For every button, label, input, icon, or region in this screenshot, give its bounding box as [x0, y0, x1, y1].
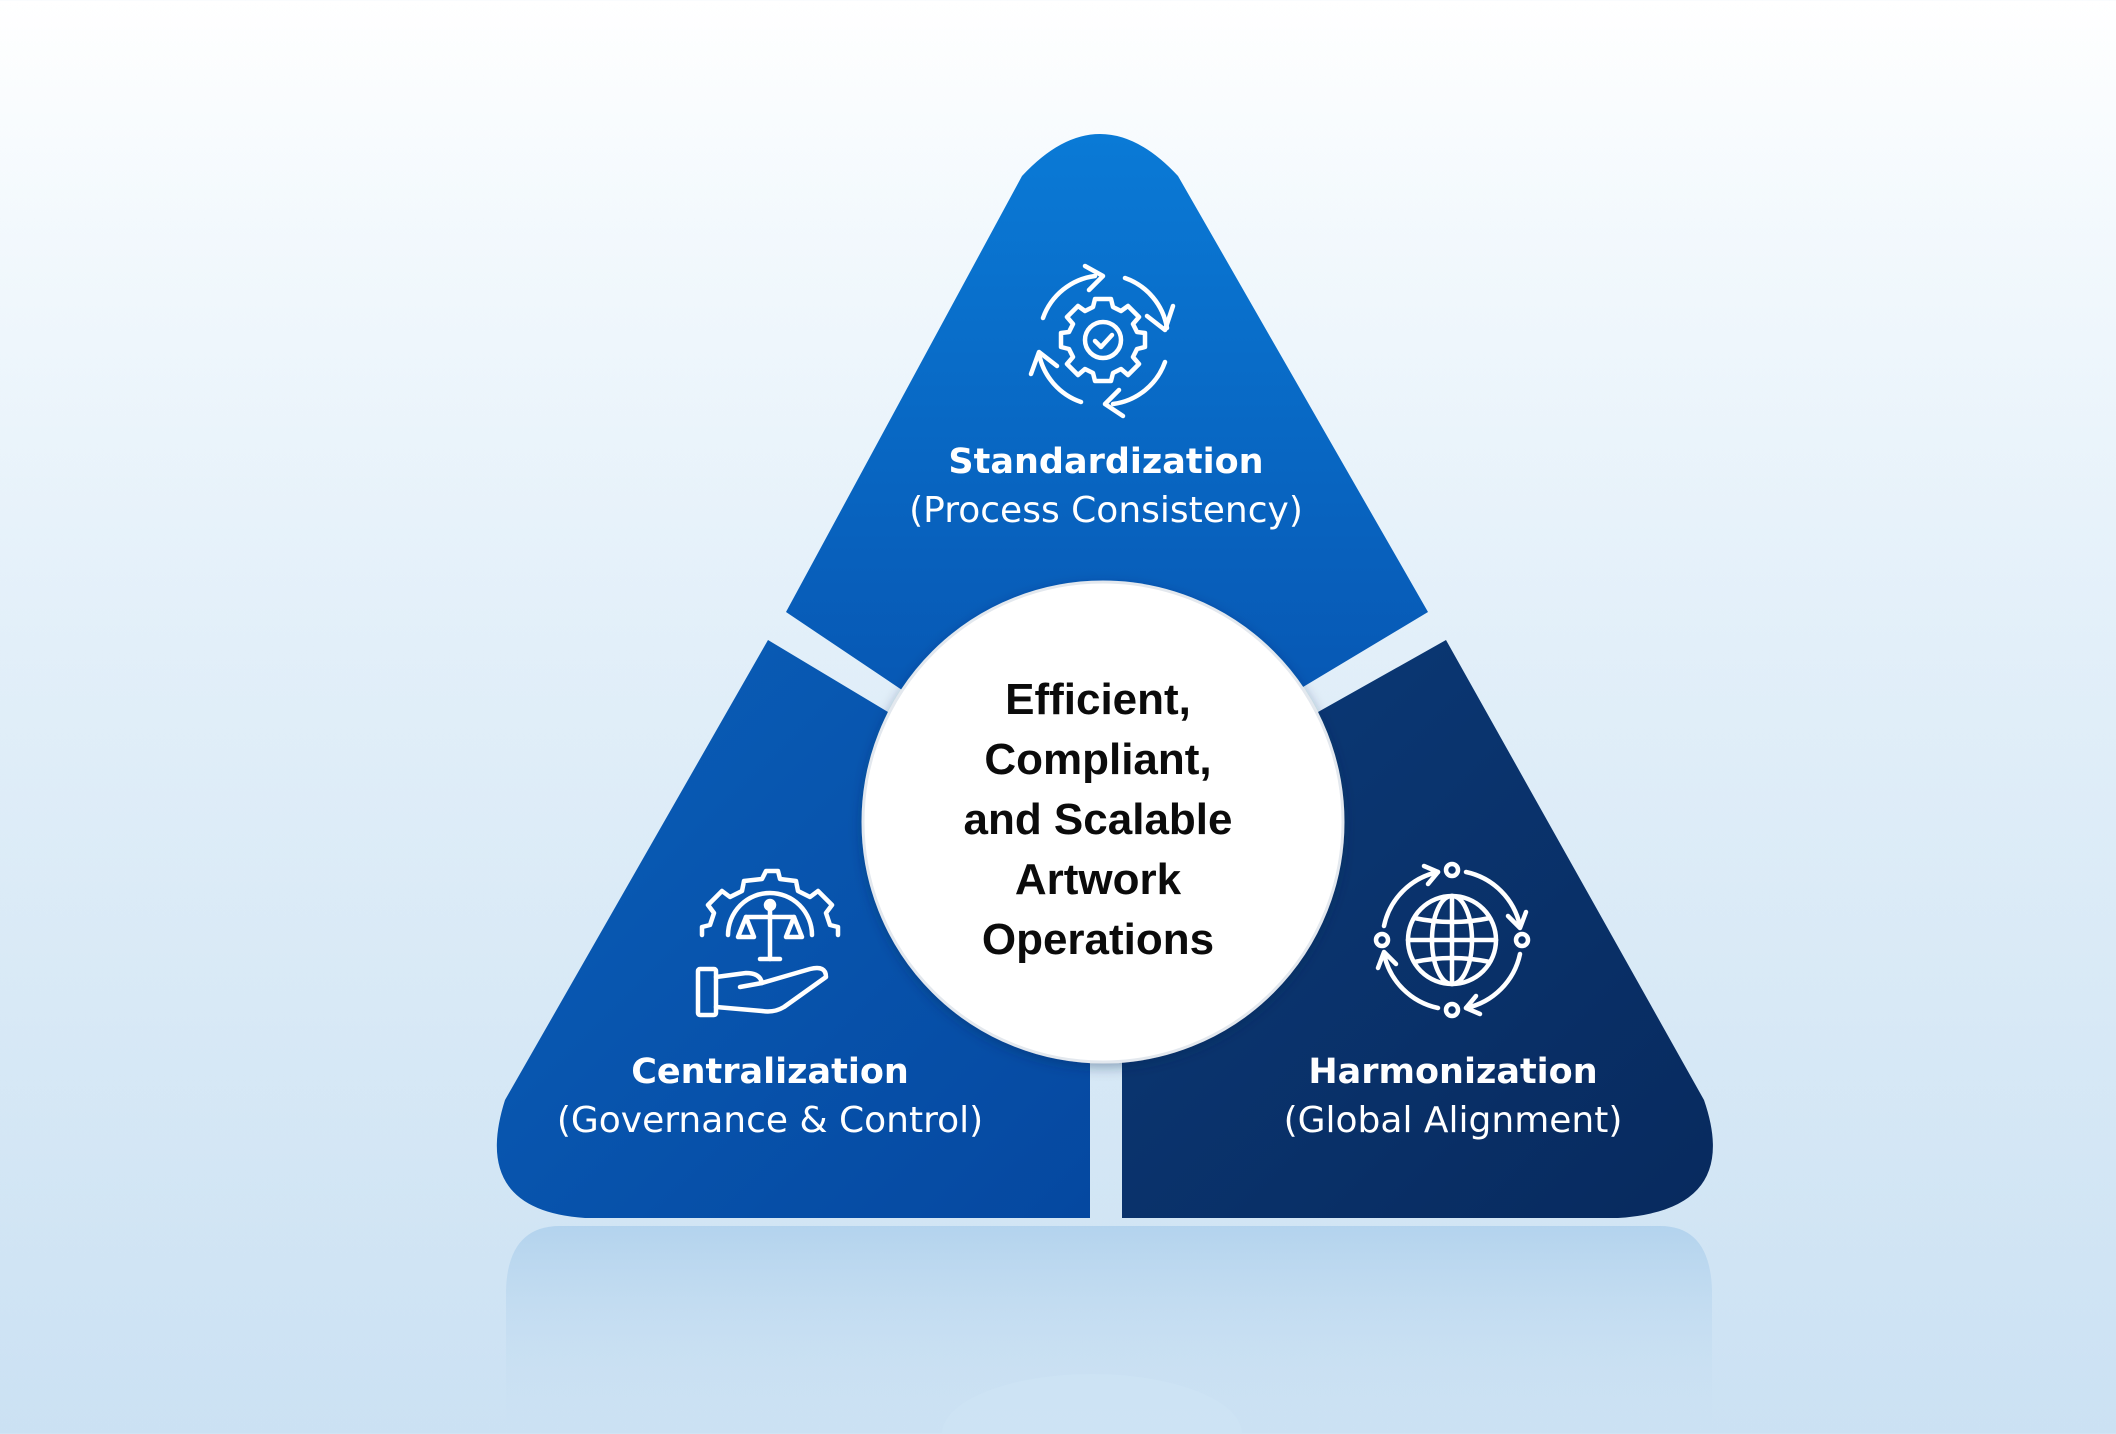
center-line-5: Operations — [981, 915, 1215, 964]
center-circle — [861, 580, 1345, 1064]
segment-right-shape — [1122, 640, 1713, 1218]
segment-right-label: Harmonization (Global Alignment) — [1103, 1050, 1803, 1144]
segment-left-subtitle: (Governance & Control) — [556, 1099, 984, 1141]
segment-left-label: Centralization (Governance & Control) — [420, 1050, 1120, 1144]
center-line-1: Efficient, — [1005, 675, 1191, 724]
segment-top-title: Standardization — [948, 442, 1264, 482]
center-statement: Efficient, Compliant, and Scalable Artwo… — [860, 670, 1336, 970]
segment-right-title: Harmonization — [1308, 1052, 1598, 1092]
center-line-2: Compliant, — [984, 735, 1212, 784]
center-line-3: and Scalable — [963, 795, 1233, 844]
segment-left-title: Centralization — [631, 1052, 909, 1092]
segment-top-subtitle: (Process Consistency) — [909, 489, 1303, 531]
segment-right-subtitle: (Global Alignment) — [1283, 1099, 1623, 1141]
gear-cycle-check-icon — [1028, 263, 1176, 419]
hand-scales-gear-icon — [695, 868, 841, 1018]
floor-reflection — [506, 1226, 1712, 1434]
segment-top-label: Standardization (Process Consistency) — [756, 440, 1456, 534]
segment-left-shape — [496, 640, 1090, 1218]
center-line-4: Artwork — [1014, 855, 1182, 904]
globe-orbit-icon — [1373, 861, 1531, 1019]
segment-top-shape — [786, 134, 1428, 690]
